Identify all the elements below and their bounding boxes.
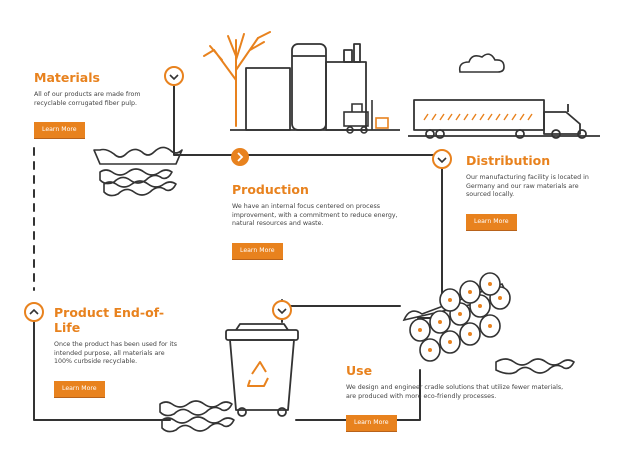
production-description: We have an internal focus centered on pr… xyxy=(232,203,398,228)
flow-line-return xyxy=(281,305,401,323)
materials-block: Materials All of our products are made f… xyxy=(34,70,154,139)
use-learn-more-button[interactable]: Learn More xyxy=(346,415,397,432)
use-description: We design and engineer cradle solutions … xyxy=(346,384,564,400)
node-distribution[interactable] xyxy=(432,149,452,169)
production-learn-more-button[interactable]: Learn More xyxy=(232,242,283,259)
production-title: Production xyxy=(232,182,309,197)
distribution-title: Distribution xyxy=(466,153,551,168)
truck-stripes xyxy=(423,113,533,121)
materials-learn-more-button[interactable]: Learn More xyxy=(34,122,85,139)
chevron-up-icon xyxy=(29,308,39,315)
pipe-stack-icon xyxy=(402,272,576,375)
distribution-block: Distribution Our manufacturing facility … xyxy=(466,153,596,230)
factory-icon xyxy=(230,43,400,131)
tree-icon xyxy=(203,31,271,127)
node-use[interactable] xyxy=(272,300,292,320)
cloud-icon xyxy=(458,53,505,73)
forklift-icon xyxy=(343,100,389,134)
node-production[interactable] xyxy=(231,148,249,166)
chevron-down-icon xyxy=(277,308,287,315)
distribution-learn-more-button[interactable]: Learn More xyxy=(466,213,517,230)
production-block: Production We have an internal focus cen… xyxy=(232,182,402,259)
end-of-life-title: Product End-of-Life xyxy=(54,305,165,335)
truck-icon xyxy=(408,99,600,139)
recycle-bin-icon xyxy=(225,323,299,417)
node-materials[interactable] xyxy=(164,66,184,86)
cradle-icon xyxy=(93,146,183,197)
chevron-right-icon xyxy=(237,152,244,162)
use-block: Use We design and engineer cradle soluti… xyxy=(346,363,566,432)
end-of-life-block: Product End-of-Life Once the product has… xyxy=(54,305,184,397)
materials-description: All of our products are made from recycl… xyxy=(34,91,141,107)
recycle-icon xyxy=(247,361,269,387)
end-of-life-description: Once the product has been used for its i… xyxy=(54,341,178,366)
chevron-down-icon xyxy=(169,74,179,81)
cradle-icon xyxy=(159,400,235,433)
materials-title: Materials xyxy=(34,70,100,85)
flow-line-bottom-right xyxy=(295,369,421,421)
node-end-of-life[interactable] xyxy=(24,302,44,322)
flow-line-bottom xyxy=(33,317,171,421)
distribution-description: Our manufacturing facility is located in… xyxy=(466,174,589,199)
end-of-life-learn-more-button[interactable]: Learn More xyxy=(54,380,105,397)
use-title: Use xyxy=(346,363,373,378)
chevron-down-icon xyxy=(437,157,447,164)
